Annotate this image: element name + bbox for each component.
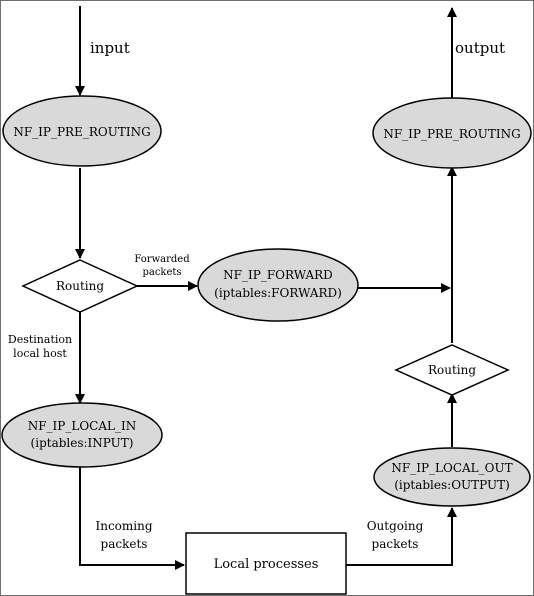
node-pre-routing-in [2, 95, 162, 167]
edge-localin-to-localprocesses [79, 467, 185, 570]
label-destination-line1: Destination [8, 333, 72, 346]
node-forward-line2: (iptables:FORWARD) [214, 286, 342, 300]
node-local-out-line2: (iptables:OUTPUT) [394, 478, 510, 492]
node-forward [197, 248, 359, 322]
node-pre-routing-out-label: NF_IP_PRE_ROUTING [383, 127, 520, 141]
node-pre-routing-in-label: NF_IP_PRE_ROUTING [13, 125, 150, 139]
node-routing-left [21, 259, 139, 313]
node-routing-left-label: Routing [56, 279, 104, 293]
label-destination-line2: local host [13, 347, 67, 360]
label-forwarded-line2: packets [142, 267, 181, 278]
node-local-in-line2: (iptables:INPUT) [31, 436, 134, 450]
node-pre-routing-out [372, 97, 532, 169]
label-outgoing-line1: Outgoing [367, 519, 424, 533]
node-local-out-line1: NF_IP_LOCAL_OUT [391, 461, 512, 475]
node-local-in-line1: NF_IP_LOCAL_IN [28, 419, 137, 433]
label-incoming-line2: packets [101, 537, 148, 551]
node-routing-right-label: Routing [428, 363, 476, 377]
label-incoming-line1: Incoming [95, 519, 152, 533]
node-routing-right [394, 344, 510, 396]
label-forwarded-line1: Forwarded [134, 254, 190, 265]
edge-localprocesses-to-localout [346, 507, 457, 566]
node-forward-line1: NF_IP_FORWARD [223, 268, 333, 282]
node-local-out [373, 447, 531, 507]
label-input: input [90, 39, 130, 57]
label-output: output [455, 39, 505, 57]
node-local-processes [185, 532, 347, 595]
node-local-in [1, 402, 163, 468]
node-local-processes-label: Local processes [214, 557, 319, 572]
label-outgoing-line2: packets [372, 537, 419, 551]
